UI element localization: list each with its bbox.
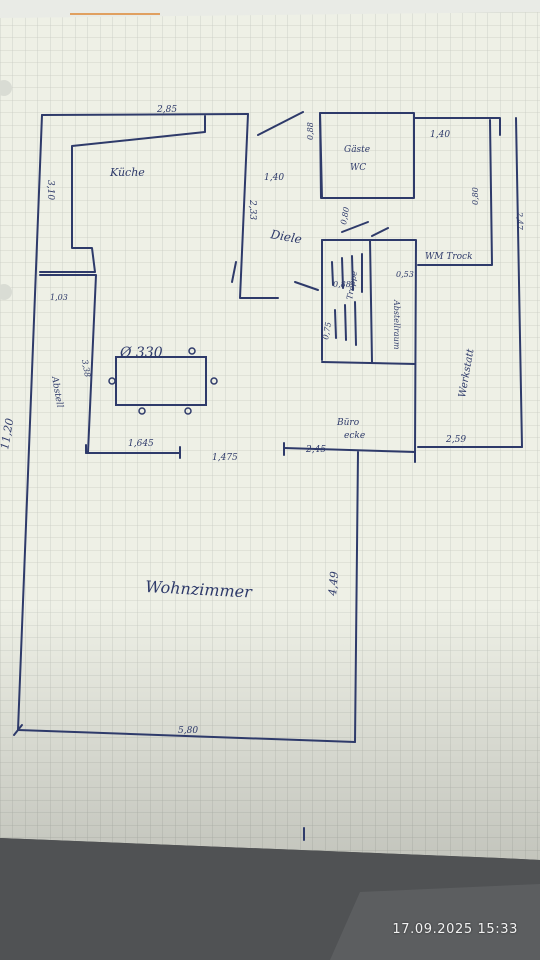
chair-3 bbox=[108, 377, 116, 385]
photo-timestamp: 17.09.2025 15:33 bbox=[392, 922, 518, 937]
dim-bottom-left: 1,645 bbox=[128, 439, 154, 449]
dim-table-side: 3,38 bbox=[80, 359, 92, 378]
guest-wc-left bbox=[319, 112, 323, 199]
stairs-arrow-2 bbox=[371, 227, 389, 237]
right-top-wall bbox=[414, 117, 501, 136]
paper-shadow bbox=[0, 12, 540, 860]
left-cabinet-wall bbox=[39, 274, 97, 453]
dim-stair-b: 0,53 bbox=[396, 270, 414, 279]
bottom-wall-mid bbox=[283, 447, 416, 453]
label-storage: Abstellraum bbox=[392, 299, 401, 350]
punch-hole-bottom bbox=[0, 284, 12, 300]
kitchen-counter bbox=[39, 115, 206, 273]
door-mark-kitchen bbox=[231, 261, 237, 283]
dim-tick-4 bbox=[13, 724, 23, 736]
dim-overall-left: 11,20 bbox=[0, 417, 16, 450]
dining-chairs bbox=[108, 347, 218, 415]
dim-wc-side: 0,88 bbox=[306, 122, 315, 140]
desk-object bbox=[330, 884, 540, 960]
dining-table bbox=[115, 356, 207, 406]
stairs-bottom bbox=[321, 361, 416, 365]
dim-hall-side: 2,33 bbox=[247, 199, 257, 220]
label-office-2: ecke bbox=[344, 431, 365, 441]
stair-treads bbox=[331, 253, 363, 293]
dim-hall-top: 1,40 bbox=[264, 173, 284, 183]
label-laundry: WM Trock bbox=[425, 252, 473, 262]
laundry-wall bbox=[417, 119, 493, 266]
dim-top-kitchen: 2,85 bbox=[156, 105, 177, 115]
label-dining-table: Ø 330 bbox=[119, 345, 163, 361]
dim-stair-a: 0,88 bbox=[333, 280, 351, 289]
stair-treads-lower bbox=[334, 301, 357, 346]
dim-living-width: 5,80 bbox=[178, 726, 198, 736]
dim-right-side: 2,47 bbox=[515, 211, 524, 231]
chair-5 bbox=[184, 407, 192, 415]
punch-hole-top bbox=[0, 80, 12, 96]
stairs-outer bbox=[321, 239, 417, 453]
dim-left-wall: 1,03 bbox=[50, 293, 68, 302]
chair-1 bbox=[188, 347, 196, 355]
dim-stair-c: 0,75 bbox=[321, 321, 333, 340]
chair-4 bbox=[138, 407, 146, 415]
kitchen-right-wall bbox=[239, 113, 279, 299]
label-guest-wc-1: Gäste bbox=[344, 145, 370, 155]
dim-bottom-mid2: 2,45 bbox=[305, 445, 326, 455]
dim-right-inner: 0,80 bbox=[471, 187, 480, 205]
label-hallway: Diele bbox=[268, 227, 302, 246]
stairs-arrow bbox=[341, 221, 369, 233]
living-right-wall bbox=[354, 451, 359, 743]
hall-door-bottom bbox=[294, 281, 319, 291]
chair-2 bbox=[210, 377, 218, 385]
dim-right-top: 1,40 bbox=[430, 130, 450, 140]
hall-door-top bbox=[257, 111, 304, 136]
stairs-divider bbox=[369, 239, 373, 363]
label-guest-wc-2: WC bbox=[350, 163, 366, 173]
label-kitchen: Küche bbox=[109, 166, 145, 179]
outer-wall-top bbox=[41, 113, 249, 116]
label-office-1: Büro bbox=[336, 418, 360, 428]
dim-kitchen-left: 3,10 bbox=[45, 180, 55, 200]
dim-bottom-right: 2,59 bbox=[445, 435, 466, 445]
right-outer-wall bbox=[515, 117, 523, 448]
dim-bottom-mid: 1,475 bbox=[212, 453, 238, 463]
dim-living-height: 4,49 bbox=[326, 571, 341, 598]
floorplan-walls bbox=[13, 111, 523, 841]
dimension-labels: 2,85 3,10 1,40 2,33 0,88 1,40 2,47 0,80 … bbox=[0, 105, 524, 736]
dim-stair-small: 0,80 bbox=[339, 206, 351, 225]
